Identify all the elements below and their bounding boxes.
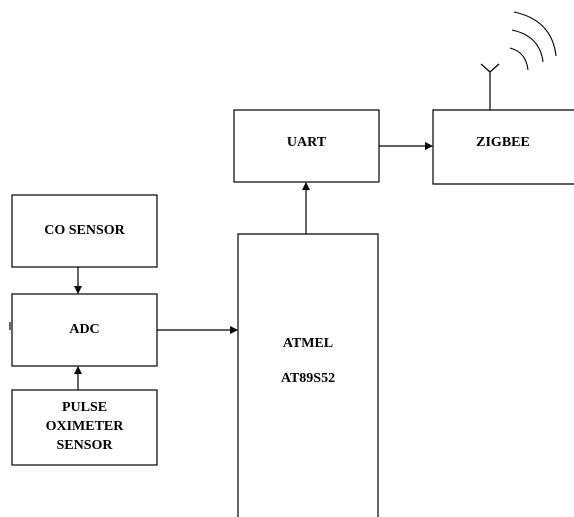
- pulse-oximeter-line-2: OXIMETER: [46, 419, 125, 434]
- zigbee-block: ZIGBEE: [432, 109, 574, 185]
- antenna-icon: [480, 11, 557, 110]
- atmel-model-label: AT89S52: [281, 371, 335, 386]
- adc-block: ADC: [11, 293, 158, 367]
- pulse-oximeter-line-1: PULSE: [62, 400, 107, 415]
- uart-label: UART: [287, 135, 327, 150]
- zigbee-label: ZIGBEE: [476, 135, 530, 150]
- co-sensor-label: CO SENSOR: [44, 223, 125, 238]
- adc-label: ADC: [69, 322, 99, 337]
- atmel-label: ATMEL: [283, 336, 333, 351]
- co-sensor-block: CO SENSOR: [11, 194, 158, 268]
- uart-block: UART: [233, 109, 380, 183]
- atmel-microcontroller-block: ATMEL AT89S52: [237, 233, 379, 517]
- pulse-oximeter-sensor-block: PULSE OXIMETER SENSOR: [11, 389, 158, 466]
- pulse-oximeter-line-3: SENSOR: [56, 438, 113, 453]
